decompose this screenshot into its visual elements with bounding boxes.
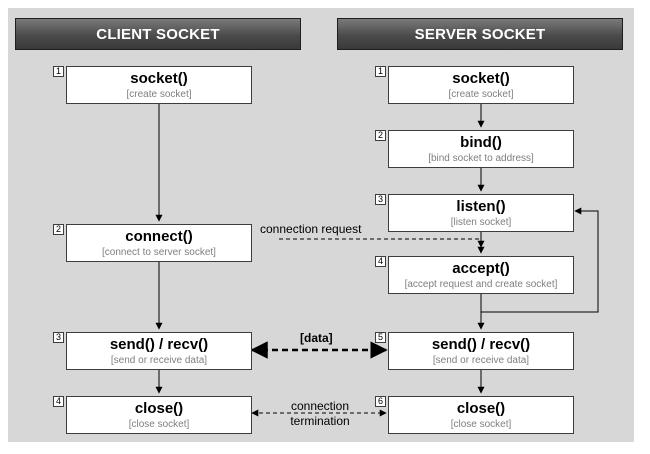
client-step-4-number: 4: [53, 396, 64, 407]
termination-label-line-2: termination: [290, 414, 350, 428]
client-send-recv-description: [send or receive data]: [110, 354, 208, 366]
server-send-recv-function: send() / recv(): [431, 335, 531, 353]
client-step-3-number: 3: [53, 332, 64, 343]
termination-label-line-1: connection: [290, 399, 350, 413]
server-step-3-number: 3: [375, 194, 386, 205]
connection-request-label: connection request: [260, 222, 362, 236]
server-step-1-number: 1: [375, 66, 386, 77]
server-listen-function: listen(): [456, 197, 506, 215]
server-socket-function: socket(): [452, 69, 510, 87]
client-send-recv-box: send() / recv() [send or receive data]: [66, 332, 252, 370]
server-step-4-number: 4: [375, 256, 386, 267]
server-close-box: close() [close socket]: [388, 396, 574, 434]
socket-diagram: CLIENT SOCKET SERVER SOCKET 1 socket() […: [8, 8, 634, 442]
server-send-recv-description: [send or receive data]: [432, 354, 530, 366]
connection-request-arrow: [279, 238, 485, 248]
server-close-description: [close socket]: [450, 418, 512, 430]
server-step-2-number: 2: [375, 130, 386, 141]
client-socket-function: socket(): [130, 69, 188, 87]
server-bind-description: [bind socket to address]: [428, 152, 534, 164]
client-close-description: [close socket]: [128, 418, 190, 430]
server-step-6-number: 6: [375, 396, 386, 407]
client-connect-description: [connect to server socket]: [102, 246, 216, 258]
client-socket-description: [create socket]: [126, 88, 192, 100]
client-close-box: close() [close socket]: [66, 396, 252, 434]
server-accept-description: [accept request and create socket]: [404, 278, 558, 290]
data-label: [data]: [300, 331, 333, 345]
connector-layer: [155, 104, 599, 417]
client-socket-box: socket() [create socket]: [66, 66, 252, 104]
server-send-recv-box: send() / recv() [send or receive data]: [388, 332, 574, 370]
client-step-1-number: 1: [53, 66, 64, 77]
server-close-function: close(): [456, 399, 506, 417]
server-step-5-number: 5: [375, 332, 386, 343]
server-accept-function: accept(): [452, 259, 510, 277]
server-socket-header: SERVER SOCKET: [337, 18, 623, 50]
server-listen-box: listen() [listen socket]: [388, 194, 574, 232]
client-send-recv-function: send() / recv(): [109, 335, 209, 353]
server-loop-arrow: [481, 207, 599, 313]
server-accept-box: accept() [accept request and create sock…: [388, 256, 574, 294]
client-socket-header: CLIENT SOCKET: [15, 18, 301, 50]
client-connect-function: connect(): [125, 227, 193, 245]
client-connect-box: connect() [connect to server socket]: [66, 224, 252, 262]
server-bind-function: bind(): [460, 133, 502, 151]
client-step-2-number: 2: [53, 224, 64, 235]
server-socket-box: socket() [create socket]: [388, 66, 574, 104]
client-close-function: close(): [134, 399, 184, 417]
termination-label: connection termination: [280, 399, 360, 429]
server-bind-box: bind() [bind socket to address]: [388, 130, 574, 168]
server-listen-description: [listen socket]: [450, 216, 512, 228]
server-socket-description: [create socket]: [448, 88, 514, 100]
